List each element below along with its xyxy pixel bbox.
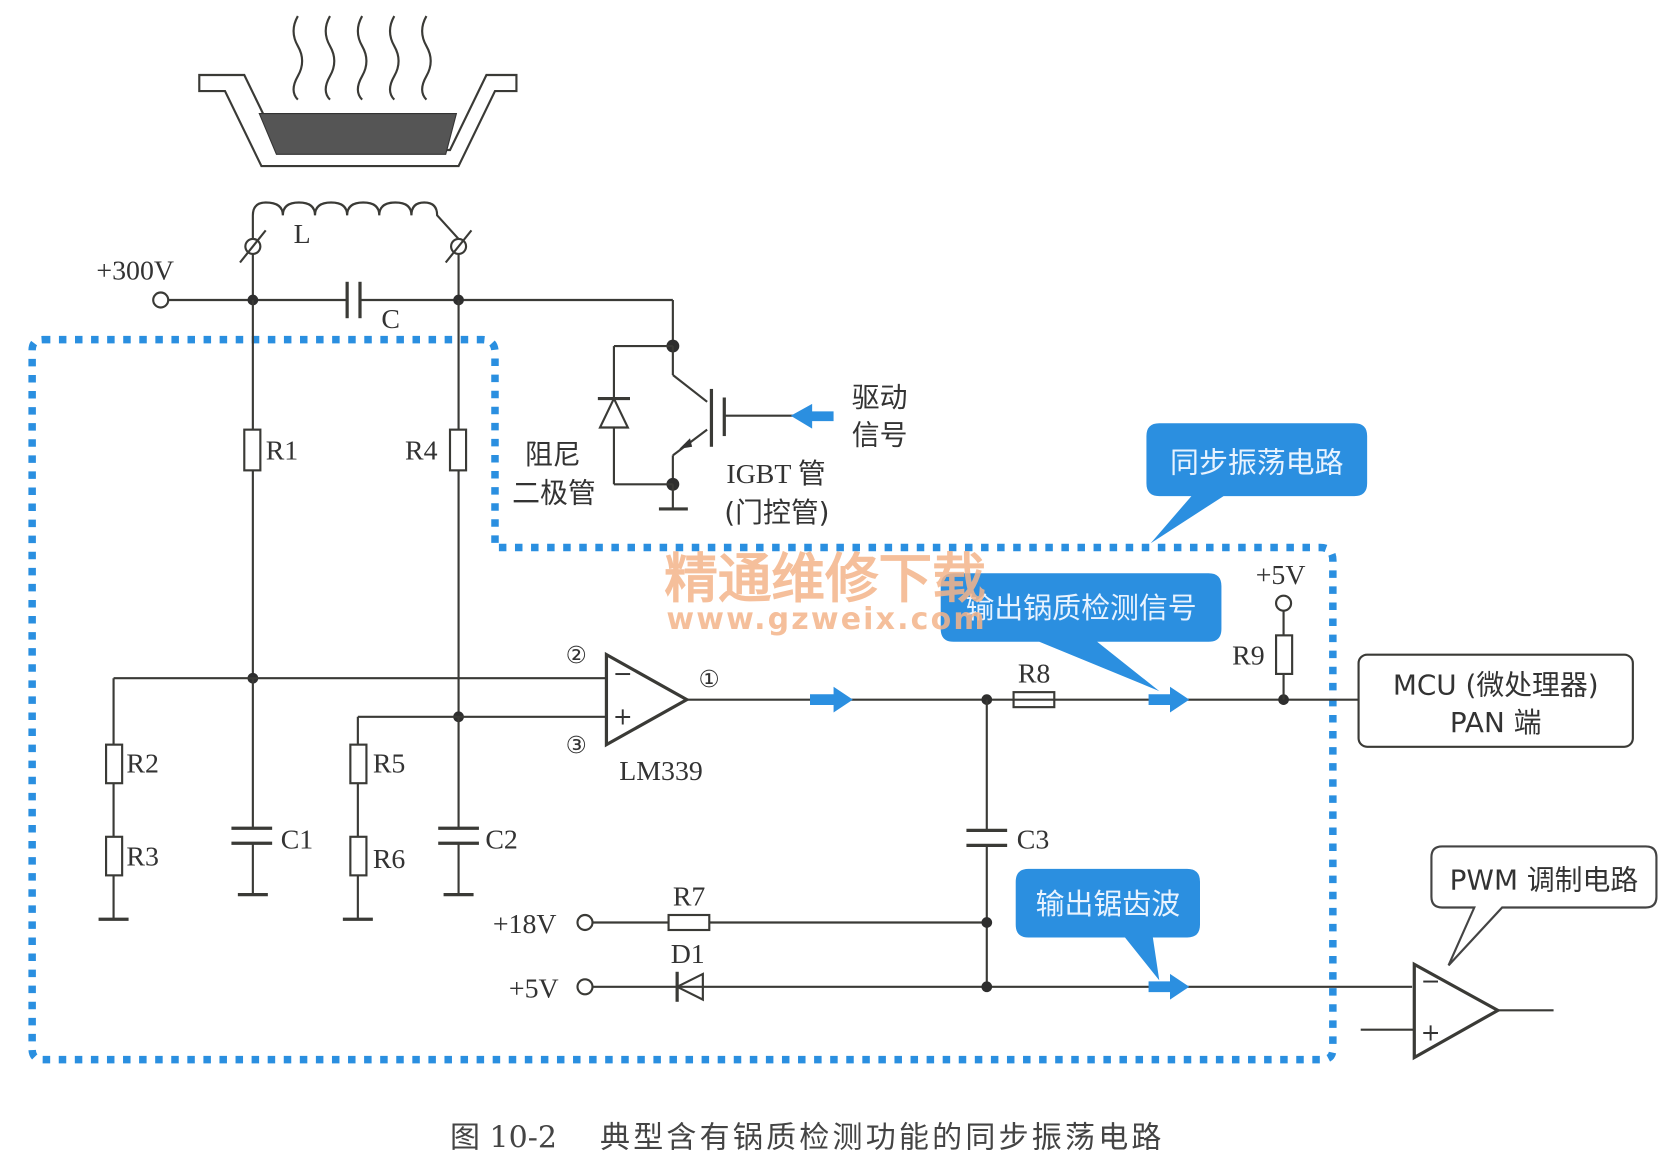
- label-C3: C3: [1017, 825, 1049, 856]
- resistor-R9: [1275, 634, 1294, 675]
- pwm-callout: [1430, 845, 1658, 967]
- damper-diode: [597, 346, 630, 485]
- pan-signal-callout-text: 输出锅质检测信号: [965, 591, 1196, 625]
- label-5v-d1: +5V: [509, 974, 559, 1005]
- label-LM339: LM339: [619, 756, 703, 787]
- pwm-plus-sign: +: [1421, 1018, 1441, 1046]
- resistor-R3: [104, 835, 124, 877]
- drive-signal-label-1: 驱动: [852, 381, 908, 414]
- label-C1: C1: [281, 825, 314, 856]
- pin-2-label: ②: [566, 641, 587, 669]
- pin-1-label: ①: [699, 665, 720, 693]
- sync-osc-callout: [1146, 423, 1368, 544]
- terminal-5v-r9: [1274, 594, 1293, 612]
- label-D1: D1: [671, 939, 705, 970]
- terminal-300v: [152, 291, 170, 309]
- terminal-5v-d1: [576, 978, 594, 996]
- label-R3: R3: [126, 842, 158, 873]
- pot-icon: [198, 15, 518, 168]
- figure-caption: 典型含有锅质检测功能的同步振荡电路: [600, 1120, 1165, 1155]
- label-R6: R6: [373, 844, 406, 875]
- pan-signal-callout: [940, 573, 1222, 692]
- pwm-minus-sign: −: [1421, 967, 1441, 995]
- damper-diode-label-2: 二极管: [512, 477, 596, 510]
- label-R1: R1: [266, 436, 299, 467]
- watermark-text: 精通维修下载: [664, 547, 985, 610]
- mcu-pan-label: PAN 端: [1450, 706, 1542, 739]
- resistor-R1: [243, 428, 262, 472]
- coil-L: [239, 201, 473, 300]
- diode-D1: [674, 971, 704, 1002]
- drive-signal-label-2: 信号: [852, 419, 908, 452]
- resistor-R5: [349, 743, 368, 785]
- sawtooth-callout-text: 输出锯齿波: [1036, 887, 1181, 921]
- sawtooth-callout: [1015, 868, 1200, 981]
- igbt-label-1: IGBT 管: [726, 458, 825, 490]
- resistor-R4: [448, 428, 468, 472]
- comparator-LM339: [604, 651, 691, 748]
- resistor-R2: [104, 743, 124, 785]
- pwm-callout-text: PWM 调制电路: [1450, 863, 1639, 896]
- pin-3-label: ③: [566, 731, 587, 759]
- label-18v: +18V: [493, 909, 557, 940]
- igbt: [613, 299, 802, 511]
- plus-sign: +: [613, 702, 633, 730]
- pwm-comparator: [1412, 961, 1502, 1061]
- label-R9: R9: [1232, 640, 1265, 671]
- label-R2: R2: [126, 749, 158, 780]
- resistor-R6: [349, 835, 368, 877]
- label-R8: R8: [1018, 659, 1051, 690]
- minus-sign: −: [613, 659, 633, 687]
- label-R7: R7: [673, 881, 706, 912]
- sync-osc-callout-text: 同步振荡电路: [1170, 446, 1344, 480]
- coil-label: L: [294, 219, 311, 250]
- label-300v: +300V: [96, 256, 174, 287]
- label-C2: C2: [485, 825, 518, 856]
- capacitor-C-label: C: [381, 304, 400, 335]
- terminal-18v: [576, 913, 594, 932]
- mcu-label: MCU (微处理器): [1393, 668, 1599, 701]
- resistor-R8: [1012, 691, 1056, 709]
- pan-signal-arrow-icon: [1148, 686, 1190, 713]
- igbt-label-2: (门控管): [724, 496, 829, 529]
- resistor-R7: [667, 913, 711, 932]
- watermark-url: www.gzweix.com: [666, 602, 986, 637]
- label-5v-r9: +5V: [1256, 560, 1306, 591]
- sawtooth-arrow-icon: [1148, 973, 1190, 1000]
- damper-diode-label-1: 阻尼: [525, 438, 581, 471]
- sync-oscillator-boundary: [28, 335, 1337, 1064]
- mcu-box: [1357, 653, 1634, 748]
- signal-arrow-icon: [810, 686, 853, 713]
- figure-number: 图 10-2: [450, 1120, 557, 1155]
- drive-signal-arrow-icon: [790, 403, 834, 429]
- label-R4: R4: [405, 436, 438, 467]
- label-R5: R5: [373, 749, 406, 780]
